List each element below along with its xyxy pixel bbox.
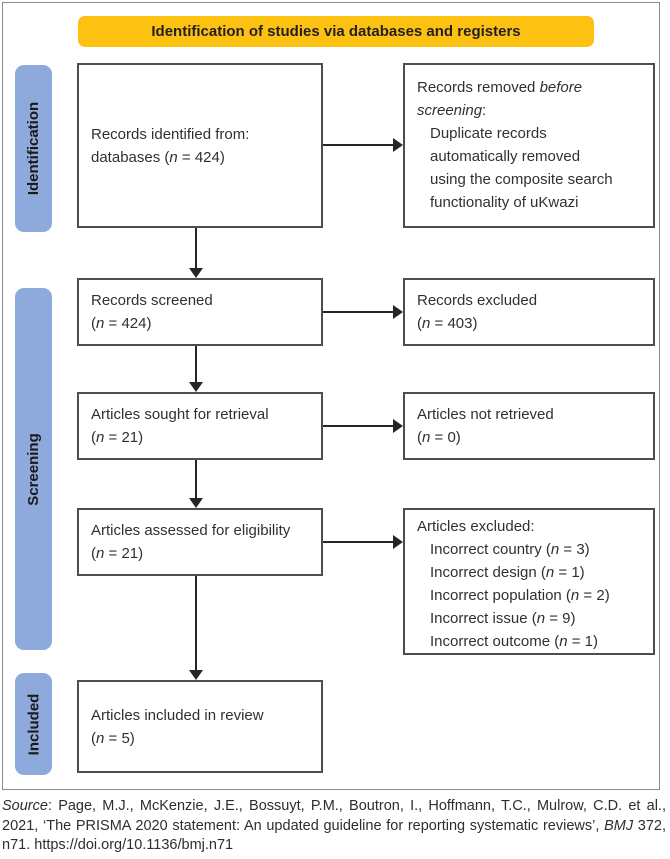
- figure-border: [2, 2, 660, 790]
- arrow-down-3-head: [189, 498, 203, 508]
- box-articles-excluded: Articles excluded:Incorrect country (n =…: [403, 508, 655, 655]
- arrow-right-3-head: [393, 419, 403, 433]
- box-articles-sought: Articles sought for retrieval(n = 21): [77, 392, 323, 460]
- box-articles-assessed: Articles assessed for eligibility(n = 21…: [77, 508, 323, 576]
- box-records-screened: Records screened(n = 424): [77, 278, 323, 346]
- arrow-right-3-line: [323, 425, 393, 427]
- arrow-down-4-line: [195, 576, 197, 670]
- stage-included-label: Included: [25, 693, 43, 755]
- arrow-down-1-head: [189, 268, 203, 278]
- arrow-down-4-head: [189, 670, 203, 680]
- stage-included: Included: [15, 673, 52, 775]
- arrow-right-1-head: [393, 138, 403, 152]
- header-banner: Identification of studies via databases …: [78, 16, 594, 47]
- arrow-down-1-line: [195, 228, 197, 268]
- arrow-down-2-line: [195, 346, 197, 382]
- arrow-right-2-head: [393, 305, 403, 319]
- box-articles-included: Articles included in review(n = 5): [77, 680, 323, 773]
- arrow-right-4-line: [323, 541, 393, 543]
- stage-screening: Screening: [15, 288, 52, 650]
- arrow-right-4-head: [393, 535, 403, 549]
- box-records-excluded: Records excluded(n = 403): [403, 278, 655, 346]
- arrow-right-1-line: [323, 144, 393, 146]
- stage-screening-label: Screening: [25, 432, 42, 506]
- stage-identification: Identification: [15, 65, 52, 232]
- header-title: Identification of studies via databases …: [151, 23, 521, 40]
- stage-identification-label: Identification: [25, 101, 42, 196]
- box-records-identified: Records identified from:databases (n = 4…: [77, 63, 323, 228]
- box-articles-not-retrieved: Articles not retrieved(n = 0): [403, 392, 655, 460]
- source-citation: Source: Page, M.J., McKenzie, J.E., Boss…: [2, 798, 666, 853]
- arrow-right-2-line: [323, 311, 393, 313]
- arrow-down-2-head: [189, 382, 203, 392]
- arrow-down-3-line: [195, 460, 197, 498]
